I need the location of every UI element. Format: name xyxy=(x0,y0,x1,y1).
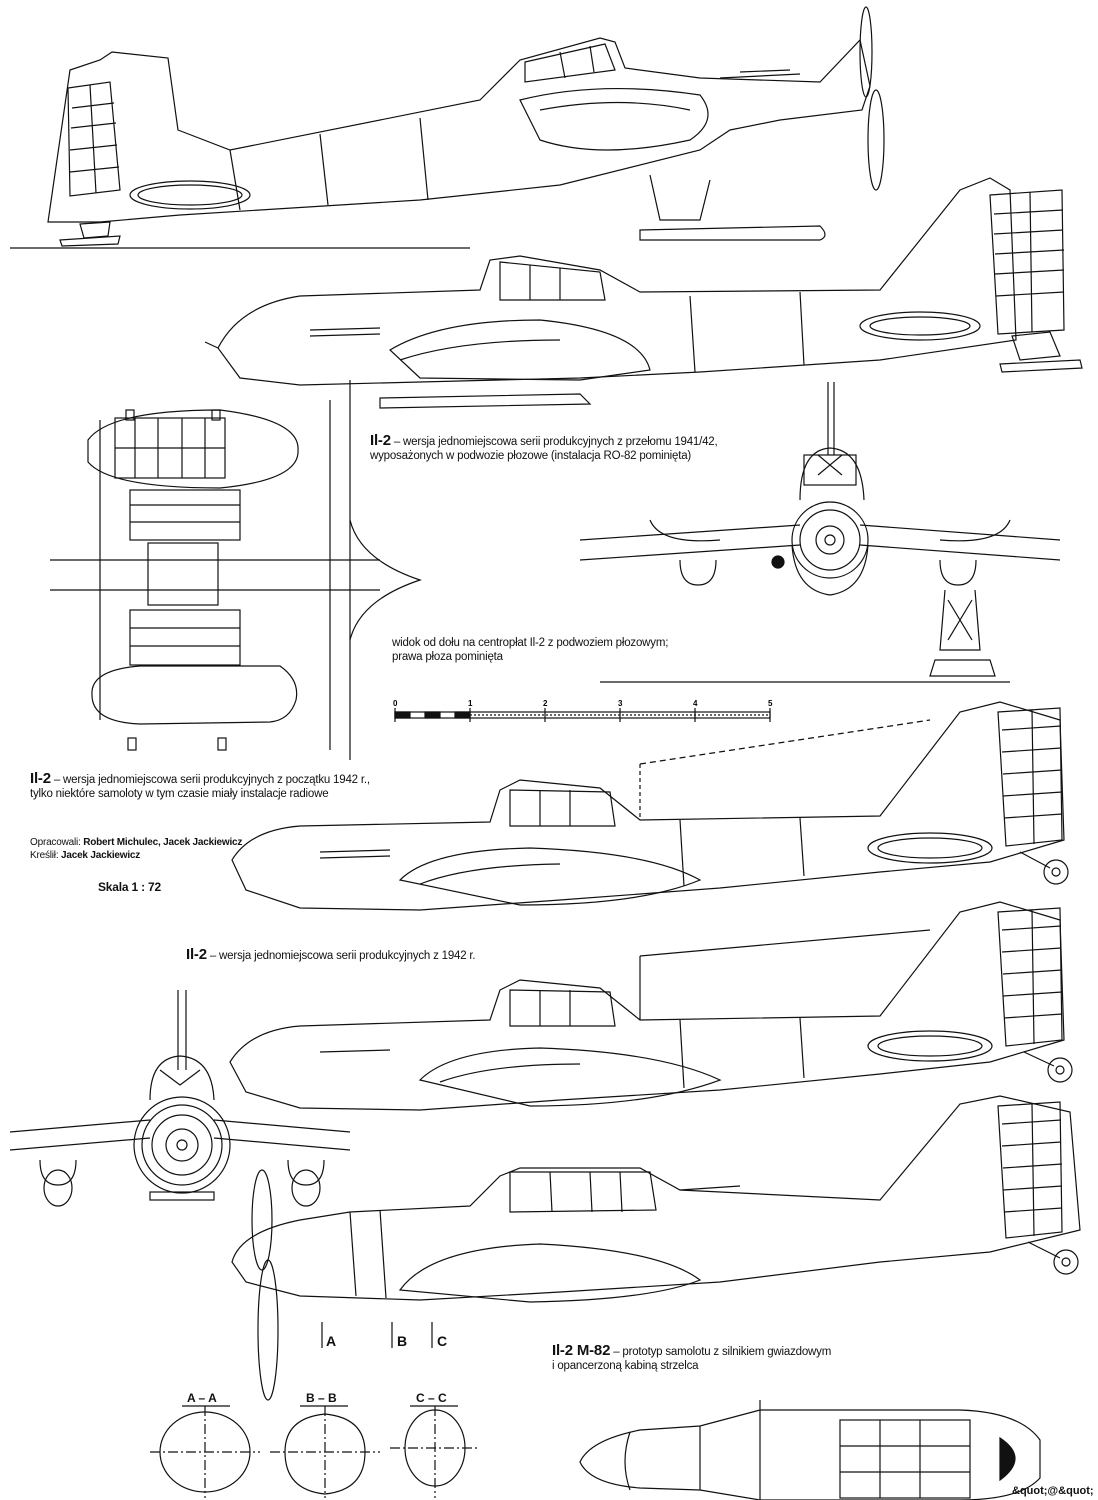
credits: Opracowali: Robert Michulec, Jacek Jacki… xyxy=(30,836,242,862)
caption-1942: Il-2 – wersja jednomiejscowa serii produ… xyxy=(186,946,476,963)
front-view-wheeled xyxy=(9,990,351,1207)
caption-m82-title: Il-2 M-82 xyxy=(552,1342,611,1359)
section-mark-a: A xyxy=(326,1333,336,1349)
caption-1942-line1: – wersja jednomiejscowa serii produkcyjn… xyxy=(206,950,476,962)
front-view-ski xyxy=(579,382,1061,683)
credits-prepared-label: Opracowali: xyxy=(30,837,84,848)
section-label-aa: A – A xyxy=(187,1391,217,1405)
caption-m82-line2: i opancerzoną kabiną strzelca xyxy=(552,1360,699,1372)
caption-early-1942-title: Il-2 xyxy=(30,770,51,787)
top-view-m82 xyxy=(579,1400,1041,1500)
watermark: &quot;@&quot; xyxy=(1012,1485,1094,1497)
caption-m82-line1: – prototyp samolotu z silnikiem gwiazdow… xyxy=(610,1346,832,1358)
scale-bar-labels: 0 1 2 3 4 5 xyxy=(393,699,773,708)
scale-tick-1: 1 xyxy=(468,699,473,708)
credits-drawn-label: Kreślił: xyxy=(30,850,61,861)
caption-ski-line1: – wersja jednomiejscowa serii produkcyjn… xyxy=(390,436,718,448)
section-label-bb: B – B xyxy=(306,1391,337,1405)
caption-early-1942: Il-2 – wersja jednomiejscowa serii produ… xyxy=(30,770,370,801)
caption-bottom-view: widok od dołu na centropłat Il-2 z podwo… xyxy=(392,636,668,664)
caption-ski-line2: wyposażonych w podwozie płozowe (instala… xyxy=(370,450,692,462)
section-label-cc: C – C xyxy=(416,1391,447,1405)
scale-tick-3: 3 xyxy=(618,699,623,708)
scale-tick-5: 5 xyxy=(768,699,773,708)
scale-bar xyxy=(394,708,771,722)
cross-sections xyxy=(150,1322,480,1498)
caption-ski-title: Il-2 xyxy=(370,432,391,449)
side-view-early-1942 xyxy=(231,701,1069,911)
caption-1942-title: Il-2 xyxy=(186,946,207,963)
section-mark-b: B xyxy=(397,1333,407,1349)
side-view-m82 xyxy=(231,1095,1081,1401)
caption-early-1942-line1: – wersja jednomiejscowa serii produkcyjn… xyxy=(50,774,370,786)
caption-early-1942-line2: tylko niektóre samoloty w tym czasie mia… xyxy=(30,788,329,800)
credits-prepared-names: Robert Michulec, Jacek Jackiewicz xyxy=(83,837,243,848)
caption-ski-version: Il-2 – wersja jednomiejscowa serii produ… xyxy=(370,432,718,463)
side-view-ski-nose-right xyxy=(10,6,885,249)
scale-label: Skala 1 : 72 xyxy=(98,880,161,894)
caption-bottom-view-line1: widok od dołu na centropłat Il-2 z podwo… xyxy=(392,637,669,649)
scale-tick-4: 4 xyxy=(693,699,698,708)
bottom-view-center-section xyxy=(50,380,422,760)
caption-m82: Il-2 M-82 – prototyp samolotu z silnikie… xyxy=(552,1342,832,1373)
scale-tick-0: 0 xyxy=(393,699,398,708)
credits-drawn-name: Jacek Jackiewicz xyxy=(60,850,141,861)
section-mark-c: C xyxy=(437,1333,447,1349)
side-view-ski-nose-left xyxy=(204,177,1083,409)
caption-bottom-view-line2: prawa płoza pominięta xyxy=(392,651,503,663)
scale-tick-2: 2 xyxy=(543,699,548,708)
side-view-1942 xyxy=(229,901,1073,1111)
